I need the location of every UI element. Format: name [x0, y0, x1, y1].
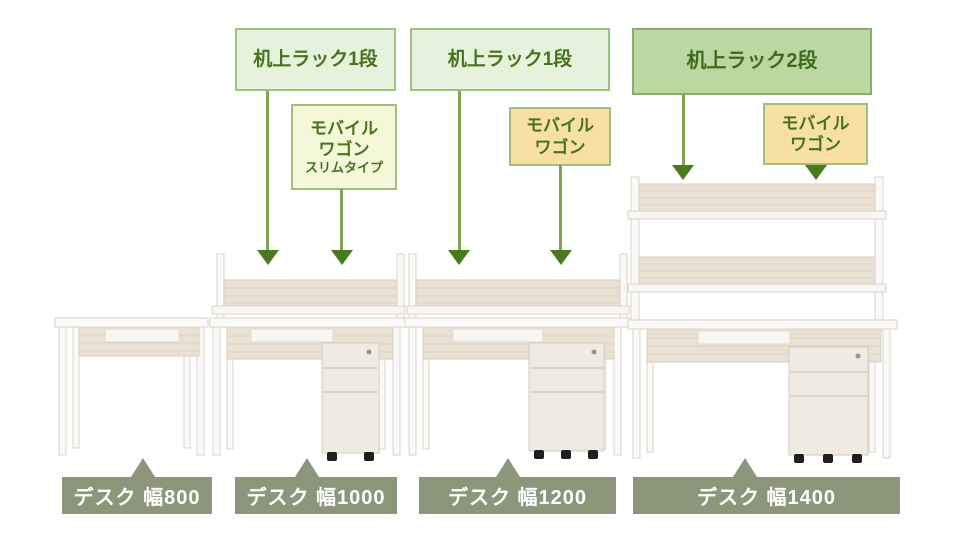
desk-top	[209, 317, 407, 328]
arrow-line	[682, 94, 685, 166]
wagon-body	[788, 346, 869, 456]
desk-leg	[392, 326, 401, 456]
arrow-line	[458, 91, 461, 251]
rack-shelf	[211, 305, 406, 315]
callout-text: ワゴン	[790, 135, 841, 154]
desk-drawer	[104, 328, 180, 343]
desk-label-text: デスク 幅1400	[696, 487, 837, 509]
callout-text: モバイル	[781, 113, 850, 133]
arrow-line	[559, 165, 562, 251]
desk-top	[404, 317, 631, 328]
desk-leg	[212, 326, 221, 456]
desk-width-label-1000: デスク 幅1000	[235, 477, 397, 514]
caster	[588, 450, 598, 459]
callout-text: モバイル	[526, 116, 594, 136]
caster	[823, 454, 833, 463]
desk-1200-image	[404, 253, 631, 459]
wagon-body	[528, 342, 605, 452]
callout-text: 机上ラック1段	[253, 48, 378, 70]
desk-width-label-1200: デスク 幅1200	[419, 477, 616, 514]
desk-leg	[632, 328, 641, 459]
caster	[327, 452, 337, 461]
down-arrow-icon	[805, 165, 827, 180]
desk-drawer	[697, 330, 791, 345]
up-pointer	[131, 458, 155, 477]
down-arrow-icon	[550, 250, 572, 265]
down-arrow-icon	[448, 250, 470, 265]
callout-text: 机上ラック1段	[447, 48, 573, 70]
desk-800-image	[54, 317, 209, 456]
down-arrow-icon	[257, 250, 279, 265]
mobile-wagon-image	[528, 342, 605, 459]
up-pointer	[496, 458, 520, 477]
callout-text: 机上ラック2段	[686, 50, 818, 72]
up-pointer	[295, 458, 319, 477]
rack-post	[874, 176, 884, 323]
callout-text: モバイル	[310, 118, 378, 138]
callout-text: ワゴン	[534, 137, 586, 157]
mobile-wagon-slim-image	[321, 342, 380, 461]
desk-leg	[882, 328, 891, 459]
callout-mobile-wagon-slim: モバイル ワゴン スリムタイプ	[291, 104, 397, 190]
desk-width-label-800: デスク 幅800	[62, 477, 212, 514]
down-arrow-icon	[672, 165, 694, 180]
desk-drawer	[452, 328, 544, 343]
caster	[561, 450, 571, 459]
rack-shelf-upper	[627, 210, 887, 220]
callout-rack-1tier-desk1000: 机上ラック1段	[235, 28, 396, 91]
desk-top	[54, 317, 209, 328]
wagon-body	[321, 342, 380, 454]
desk-label-text: デスク 幅1000	[246, 487, 386, 509]
wagon-lock	[855, 353, 861, 359]
desk-top	[627, 319, 898, 330]
desk-1400-image	[627, 176, 898, 463]
caster	[364, 452, 374, 461]
callout-mobile-wagon-desk1200: モバイル ワゴン	[509, 107, 611, 166]
desk-leg	[408, 326, 417, 456]
desk-width-label-1400: デスク 幅1400	[633, 477, 900, 514]
desk-leg	[72, 325, 80, 449]
desk-label-text: デスク 幅1200	[447, 487, 588, 509]
wagon-lock	[591, 349, 597, 355]
callout-rack-2tier-desk1400: 机上ラック2段	[632, 28, 872, 95]
rack-shelf	[406, 305, 630, 315]
arrow-line	[340, 189, 343, 251]
callout-rack-1tier-desk1200: 机上ラック1段	[410, 28, 610, 91]
desk-leg	[58, 325, 67, 456]
wagon-lock	[366, 349, 372, 355]
desk-drawer	[250, 328, 334, 343]
mobile-wagon-image	[788, 346, 869, 463]
callout-mobile-wagon-desk1400: モバイル ワゴン	[763, 103, 868, 165]
callout-text: ワゴン	[318, 139, 370, 159]
rack-shelf-lower	[627, 283, 887, 293]
desk-1000-image	[209, 253, 407, 461]
caster	[794, 454, 804, 463]
arrow-line	[266, 91, 269, 251]
desk-label-text: デスク 幅800	[73, 487, 201, 509]
down-arrow-icon	[331, 250, 353, 265]
up-pointer	[733, 458, 757, 477]
rack-post	[630, 176, 640, 323]
caster	[852, 454, 862, 463]
caster	[534, 450, 544, 459]
callout-text: スリムタイプ	[304, 160, 383, 176]
desk-leg	[613, 326, 622, 456]
